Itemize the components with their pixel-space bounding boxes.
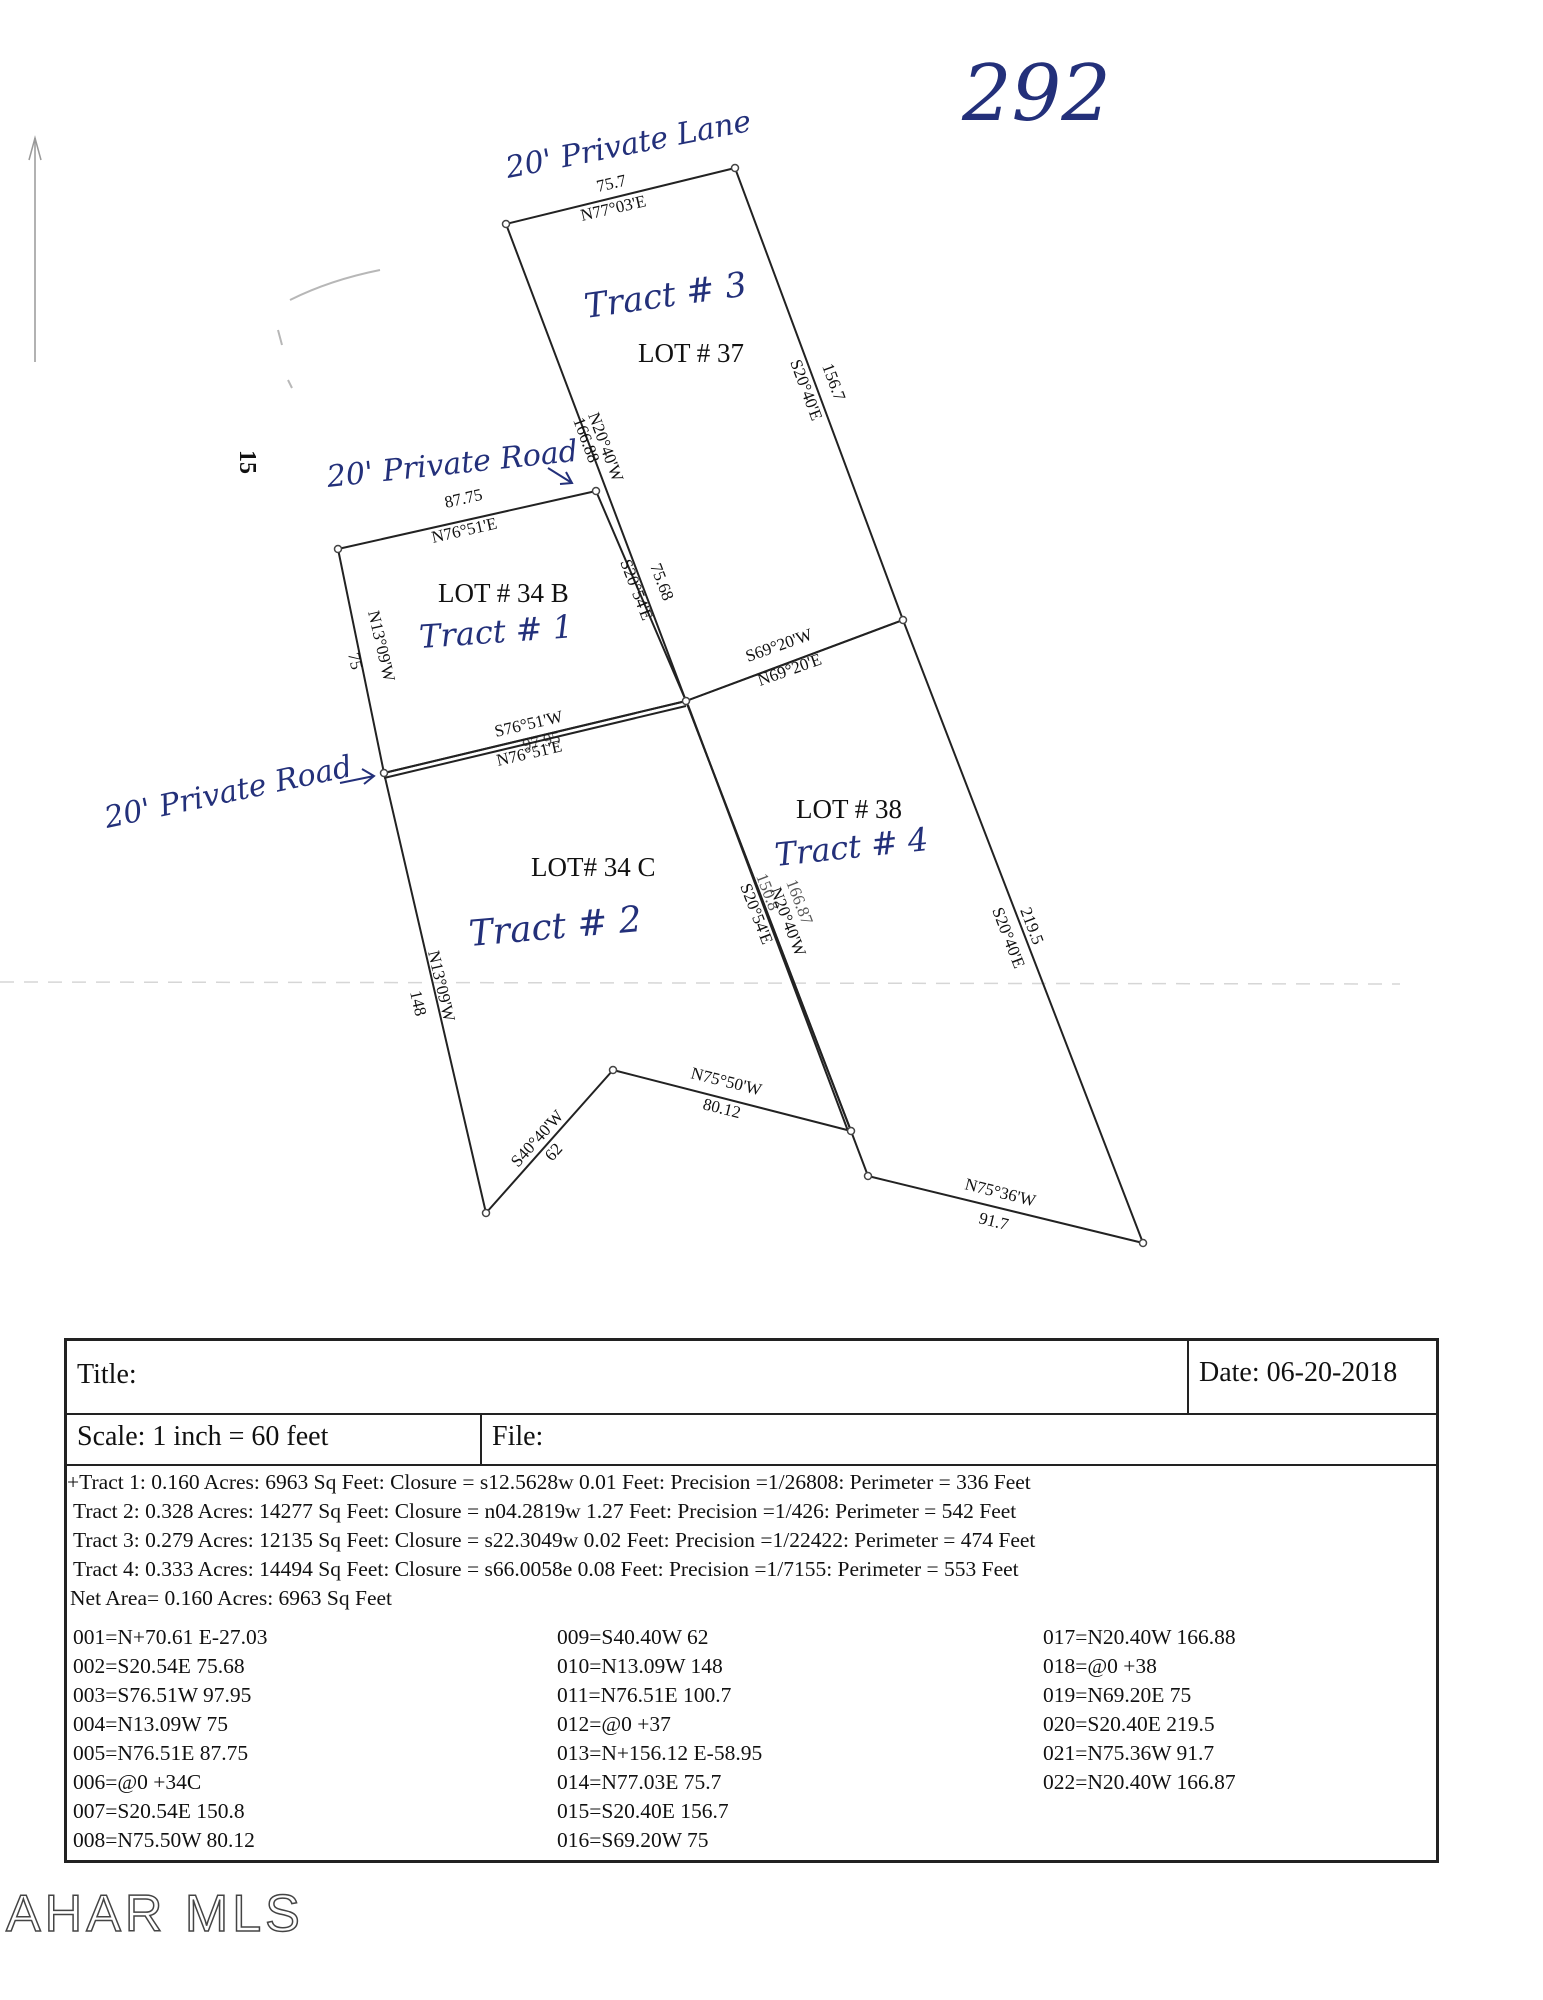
call-item: 008=N75.50W 80.12	[73, 1828, 255, 1852]
call-item: 020=S20.40E 219.5	[1043, 1712, 1215, 1736]
tract-3-label: Tract # 3	[582, 265, 750, 327]
summary-line: Tract 4: 0.333 Acres: 14494 Sq Feet: Clo…	[73, 1557, 1019, 1581]
calls-column: 001=N+70.61 E-27.03 002=S20.54E 75.68 00…	[73, 1623, 267, 1855]
summary-line: Tract 3: 0.279 Acres: 12135 Sq Feet: Clo…	[73, 1528, 1036, 1552]
calls-column: 009=S40.40W 62 010=N13.09W 148 011=N76.5…	[557, 1623, 762, 1855]
tract-2-boundary	[383, 700, 852, 1214]
call-item: 004=N13.09W 75	[73, 1712, 229, 1736]
call-item: 013=N+156.12 E-58.95	[557, 1741, 763, 1765]
summary-line: +Tract 1: 0.160 Acres: 6963 Sq Feet: Clo…	[67, 1470, 1031, 1494]
watermark: AHAR MLS	[5, 1884, 304, 1944]
tract-1-label: Tract # 1	[418, 607, 574, 656]
call-item: 010=N13.09W 148	[557, 1654, 723, 1678]
call-item: 005=N76.51E 87.75	[73, 1741, 249, 1765]
dim-label: 75	[344, 651, 366, 672]
dim-label: 75.68	[646, 561, 677, 604]
call-item: 011=N76.51E 100.7	[557, 1683, 732, 1707]
dim-label: S40°40'W	[507, 1106, 568, 1171]
dim-label: N13°09'W	[364, 609, 399, 685]
road-label-top: 20' Private Road	[324, 434, 579, 495]
call-item: 003=S76.51W 97.95	[73, 1683, 252, 1707]
lot-34c-label: LOT# 34 C	[531, 852, 656, 882]
faint-marks	[0, 269, 1401, 985]
tract-2-label: Tract # 2	[467, 899, 643, 955]
lot-37-label: LOT # 37	[638, 338, 744, 368]
road-label-lane: 20' Private Lane	[502, 104, 754, 186]
tract-4-label: Tract # 4	[773, 820, 930, 874]
call-item: 002=S20.54E 75.68	[73, 1654, 245, 1678]
dim-label: 91.7	[977, 1208, 1011, 1234]
call-item: 009=S40.40W 62	[557, 1625, 709, 1649]
page-number: 292	[961, 49, 1111, 139]
scale-row: Scale: 1 inch = 60 feet File:	[67, 1413, 1436, 1466]
arrow-icon	[339, 768, 376, 785]
scale-label: Scale: 1 inch = 60 feet	[67, 1413, 482, 1464]
road-label-left: 20' Private Road	[100, 749, 355, 836]
call-item: 001=N+70.61 E-27.03	[73, 1625, 268, 1649]
lot-34b-label: LOT # 34 B	[438, 578, 569, 608]
tract-4-boundary	[685, 619, 1144, 1244]
dim-label: N76°51'E	[430, 514, 499, 547]
file-label: File:	[492, 1421, 544, 1452]
call-item: 022=N20.40W 166.87	[1043, 1770, 1236, 1794]
call-item: 007=S20.54E 150.8	[73, 1799, 245, 1823]
call-item: 016=S69.20W 75	[557, 1828, 709, 1852]
call-item: 012=@0 +37	[557, 1712, 671, 1736]
dim-label: 80.12	[701, 1094, 743, 1122]
lot-38-label: LOT # 38	[796, 794, 902, 824]
dim-label: N75°36'W	[963, 1174, 1039, 1210]
title-label: Title:	[67, 1341, 1189, 1413]
dim-label: 156.7	[818, 361, 849, 404]
date-label: Date: 06-20-2018	[1199, 1357, 1398, 1388]
call-item: 014=N77.03E 75.7	[557, 1770, 722, 1794]
call-item: 015=S20.40E 156.7	[557, 1799, 729, 1823]
call-item: 017=N20.40W 166.88	[1043, 1625, 1236, 1649]
title-row: Title: Date: 06-20-2018	[67, 1341, 1436, 1415]
dimension-labels: 75.7 N77°03'E 156.7 S20°40'E N20°40'W 16…	[344, 171, 1048, 1235]
summary-line: Net Area= 0.160 Acres: 6963 Sq Feet	[70, 1586, 393, 1610]
dim-label: 148	[406, 989, 430, 1018]
call-item: 021=N75.36W 91.7	[1043, 1741, 1215, 1765]
summary-line: Tract 2: 0.328 Acres: 14277 Sq Feet: Clo…	[73, 1499, 1017, 1523]
dim-label: N77°03'E	[579, 191, 648, 224]
call-item: 018=@0 +38	[1043, 1654, 1157, 1678]
arrow-icon	[547, 467, 574, 485]
margin-mark: 15	[234, 450, 260, 474]
call-item: 006=@0 +34C	[73, 1770, 202, 1794]
area-summary: +Tract 1: 0.160 Acres: 6963 Sq Feet: Clo…	[67, 1468, 1436, 1613]
corner-points	[333, 163, 1148, 1248]
call-item: 019=N69.20E 75	[1043, 1683, 1192, 1707]
north-arrow-icon	[28, 135, 42, 362]
calls-column: 017=N20.40W 166.88 018=@0 +38 019=N69.20…	[1043, 1623, 1236, 1797]
dim-label: N75°50'W	[689, 1063, 765, 1099]
dim-label: 75.7	[595, 171, 629, 196]
title-block: Title: Date: 06-20-2018 Scale: 1 inch = …	[64, 1338, 1439, 1863]
dim-label: 87.75	[443, 485, 485, 512]
